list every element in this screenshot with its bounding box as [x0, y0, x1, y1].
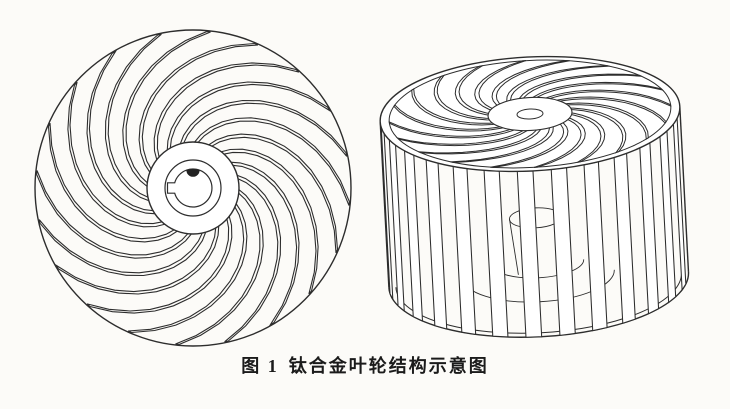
figure-title: 钛合金叶轮结构示意图 — [288, 356, 489, 376]
impeller-front-view-drawing — [34, 29, 352, 347]
impeller-isometric-view-drawing — [379, 55, 690, 338]
figure-number: 图 1 — [241, 356, 279, 376]
figure-caption: 图 1 钛合金叶轮结构示意图 — [0, 352, 730, 378]
